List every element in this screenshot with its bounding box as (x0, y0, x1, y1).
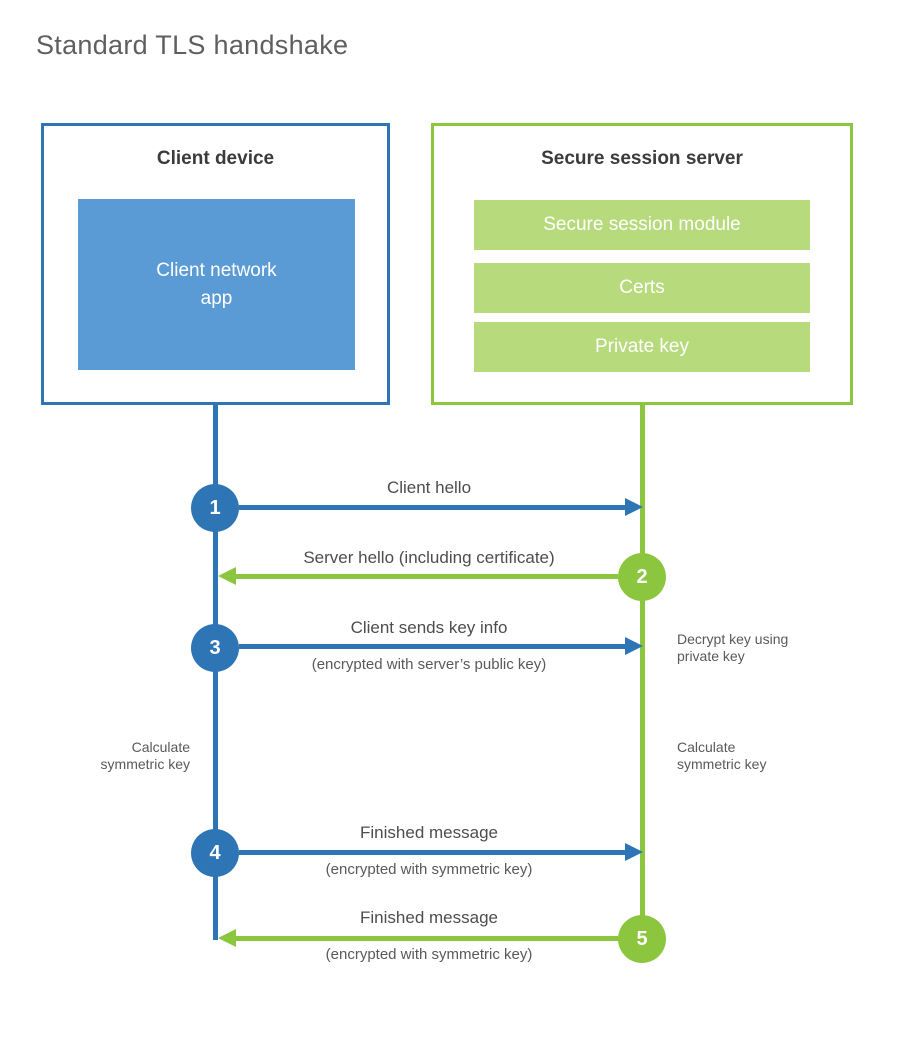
page-title: Standard TLS handshake (36, 30, 349, 60)
step-2-arrow (218, 567, 618, 585)
step-3-arrow (239, 637, 643, 655)
step-4-arrow (239, 843, 643, 861)
step-1-arrow (239, 498, 643, 516)
note-decrypt-key: Decrypt key using private key (677, 631, 789, 664)
arrow-left-icon (218, 929, 236, 947)
client-network-app-box: Client network app (78, 199, 355, 370)
server-module-secure-session: Secure session module (474, 200, 810, 250)
arrow-right-icon (625, 637, 643, 655)
step-5-label: Finished message (360, 908, 498, 927)
step-5-arrow (218, 929, 618, 947)
step-1-badge: 1 (191, 484, 239, 532)
step-4-label: Finished message (360, 823, 498, 842)
step-5-badge: 5 (618, 915, 666, 963)
step-2-badge: 2 (618, 553, 666, 601)
note-calc-symmetric-server: Calculate symmetric key (677, 739, 767, 772)
step-1-label: Client hello (386, 478, 472, 497)
step-5-sublabel: (encrypted with symmetric key) (325, 946, 533, 963)
arrow-left-icon (218, 567, 236, 585)
client-device-title: Client device (156, 148, 275, 169)
step-3-sublabel: (encrypted with server’s public key) (311, 656, 547, 673)
step-3-label: Client sends key info (350, 618, 508, 637)
server-module-certs: Certs (474, 263, 810, 313)
step-4-sublabel: (encrypted with symmetric key) (325, 861, 533, 878)
step-3-badge: 3 (191, 624, 239, 672)
step-2-label: Server hello (including certificate) (303, 548, 555, 567)
server-lifeline (640, 403, 645, 939)
server-module-private-key: Private key (474, 322, 810, 372)
note-calc-symmetric-client: Calculate symmetric key (100, 739, 190, 772)
server-box: Secure session server Secure session mod… (431, 123, 853, 405)
arrow-right-icon (625, 498, 643, 516)
step-4-badge: 4 (191, 829, 239, 877)
arrow-right-icon (625, 843, 643, 861)
client-device-box: Client device Client network app (41, 123, 390, 405)
server-title: Secure session server (541, 148, 743, 169)
